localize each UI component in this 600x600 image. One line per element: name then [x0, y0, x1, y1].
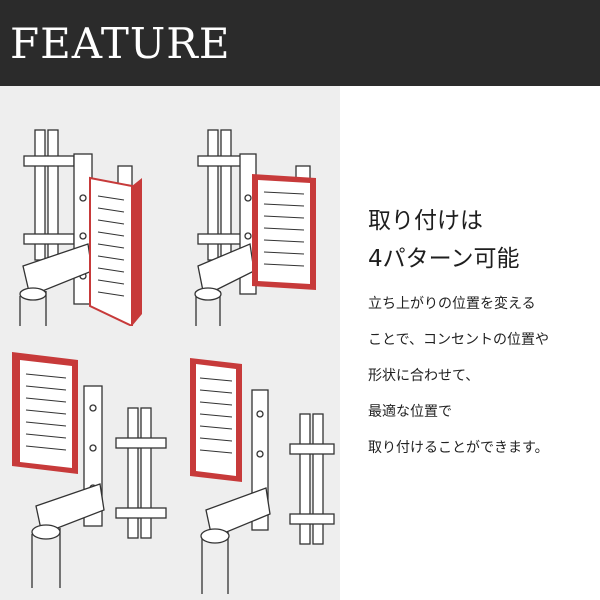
illustration-panel	[0, 86, 340, 600]
description-line: 最適な位置で	[368, 404, 452, 420]
description-line: 取り付けることができます。	[368, 440, 549, 456]
header-bar: FEATURE	[0, 0, 600, 86]
feature-description: 立ち上がりの位置を変える ことで、コンセントの位置や 形状に合わせて、 最適な位…	[368, 286, 593, 466]
mount-illustration-2	[188, 126, 338, 326]
description-line: 形状に合わせて、	[368, 368, 480, 384]
mount-illustration-1	[18, 126, 168, 326]
feature-heading: 取り付けは 4パターン可能	[368, 202, 588, 278]
heading-line: 取り付けは	[368, 208, 483, 234]
mount-illustration-4	[186, 354, 336, 598]
description-line: 立ち上がりの位置を変える	[368, 296, 536, 312]
mount-illustration-3	[8, 348, 168, 598]
heading-line: 4パターン可能	[368, 246, 520, 272]
page-title: FEATURE	[10, 19, 231, 68]
description-line: ことで、コンセントの位置や	[368, 332, 550, 348]
